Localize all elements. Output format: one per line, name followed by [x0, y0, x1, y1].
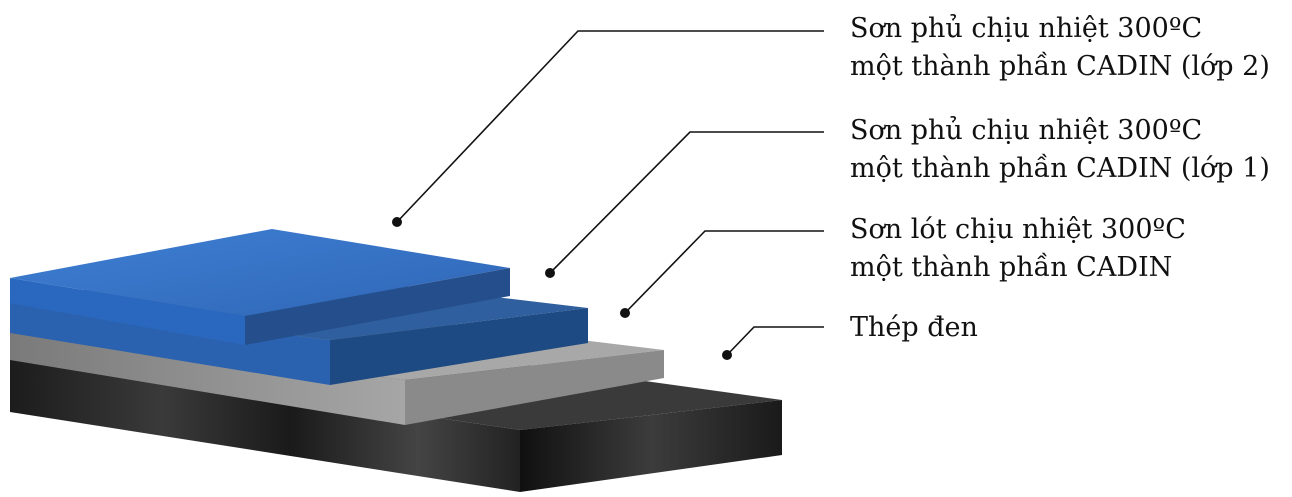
leader-line-steel [726, 326, 824, 356]
label-topcoat-2-line2: một thành phần CADIN (lớp 2) [850, 51, 1270, 82]
leader-dot-topcoat-1 [545, 268, 555, 278]
label-topcoat-2-line1: Sơn phủ chịu nhiệt 300ºC [850, 13, 1203, 44]
label-primer-line2: một thành phần CADIN [850, 252, 1173, 283]
label-primer: Sơn lót chịu nhiệt 300ºC một thành phần … [850, 211, 1186, 287]
leader-line-topcoat-2 [396, 30, 824, 223]
label-topcoat-2: Sơn phủ chịu nhiệt 300ºC một thành phần … [850, 10, 1270, 86]
label-steel: Thép đen [850, 309, 978, 347]
label-steel-line1: Thép đen [850, 312, 978, 343]
leader-dot-primer [620, 308, 630, 318]
leader-line-topcoat-1 [549, 131, 824, 274]
label-topcoat-1: Sơn phủ chịu nhiệt 300ºC một thành phần … [850, 112, 1270, 188]
leader-line-primer [624, 230, 824, 314]
topcoat-layer-2 [10, 229, 510, 345]
label-primer-line1: Sơn lót chịu nhiệt 300ºC [850, 214, 1186, 245]
leader-dot-steel [722, 350, 732, 360]
label-topcoat-1-line2: một thành phần CADIN (lớp 1) [850, 153, 1270, 184]
leader-dot-topcoat-2 [392, 217, 402, 227]
label-topcoat-1-line1: Sơn phủ chịu nhiệt 300ºC [850, 115, 1203, 146]
